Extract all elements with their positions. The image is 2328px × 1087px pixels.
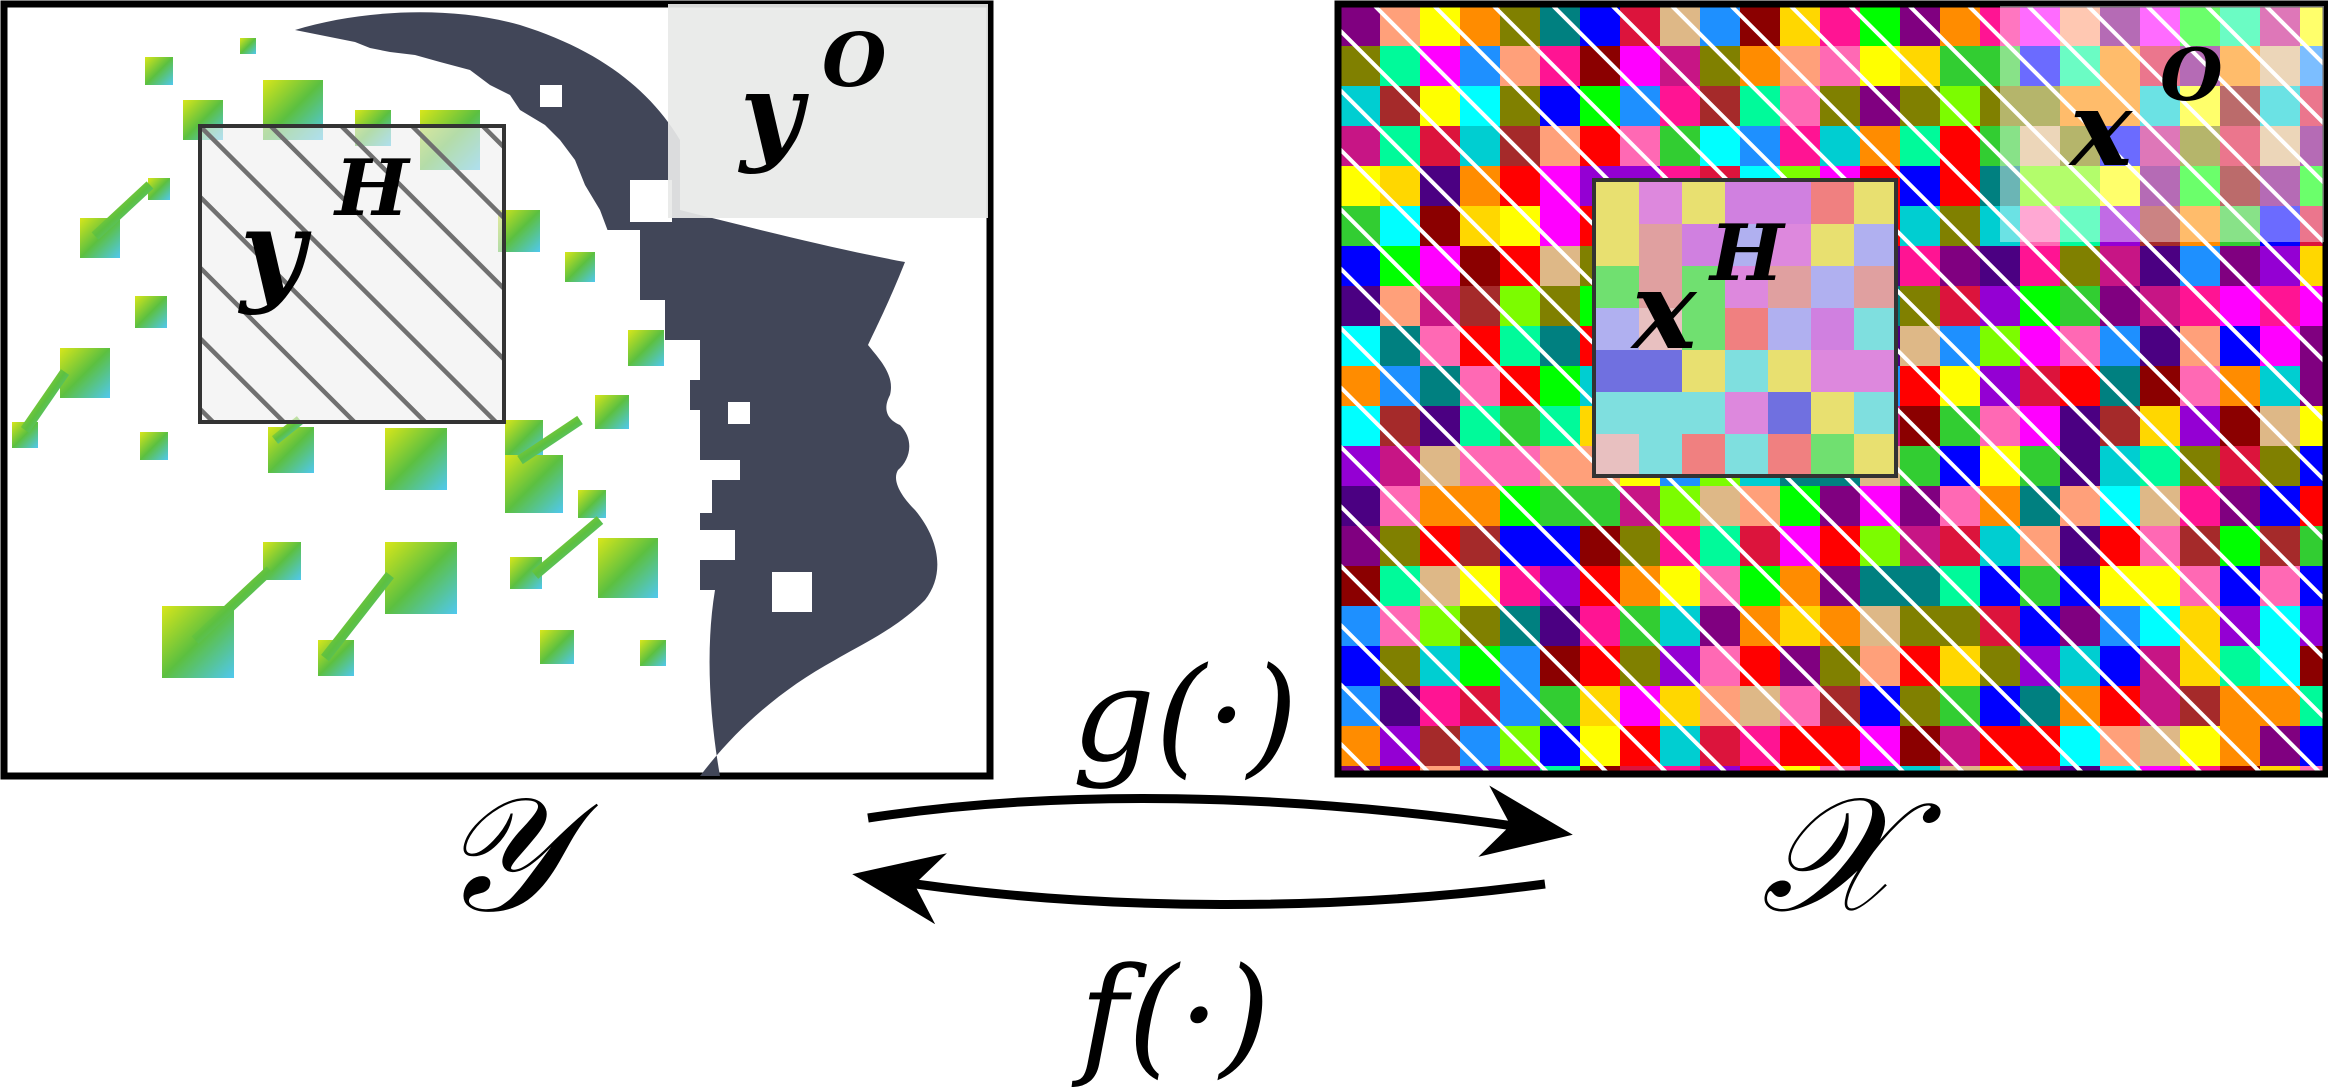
inner-region-yH-base: y [237, 186, 312, 317]
left-panel: y O y H 𝒴 [0, 0, 994, 948]
inner-region-yH-sup: H [333, 143, 411, 234]
backward-arrow-f [852, 853, 1546, 925]
right-panel-frame [1334, 0, 2328, 778]
right-panel: x O x H 𝒳 [1334, 0, 2328, 948]
backward-label: f(·) [1072, 939, 1271, 1087]
silhouette-pixel-gaps [540, 85, 812, 612]
svg-text:x: x [1630, 248, 1698, 374]
inner-region-xH: x H [1592, 178, 1898, 478]
svg-text:O: O [2160, 32, 2223, 117]
svg-text:y: y [738, 50, 809, 176]
svg-text:O: O [822, 18, 886, 104]
outer-region-xO-base: x [2068, 67, 2133, 190]
outer-region-xO: x O [2000, 6, 2324, 242]
inner-region-yH: y H [198, 124, 506, 424]
svg-text:x: x [2068, 67, 2133, 190]
outer-region-yO-base: y [738, 50, 809, 176]
forward-arrow-g [867, 785, 1573, 857]
svg-text:H: H [1708, 208, 1786, 299]
space-label-X: 𝒳 [1761, 761, 1942, 948]
space-label-Y: 𝒴 [437, 761, 598, 948]
svg-text:y: y [237, 186, 312, 317]
outer-region-xO-sup: O [2160, 32, 2223, 117]
forward-label: g(·) [1072, 639, 1298, 791]
svg-text:H: H [333, 143, 411, 234]
inner-region-xH-sup: H [1708, 208, 1786, 299]
inner-region-xH-base: x [1630, 248, 1698, 374]
outer-region-yO-sup: O [822, 18, 886, 104]
outer-region-yO: y O [668, 4, 988, 218]
mapping-arrows: g(·) f(·) [852, 639, 1573, 1087]
